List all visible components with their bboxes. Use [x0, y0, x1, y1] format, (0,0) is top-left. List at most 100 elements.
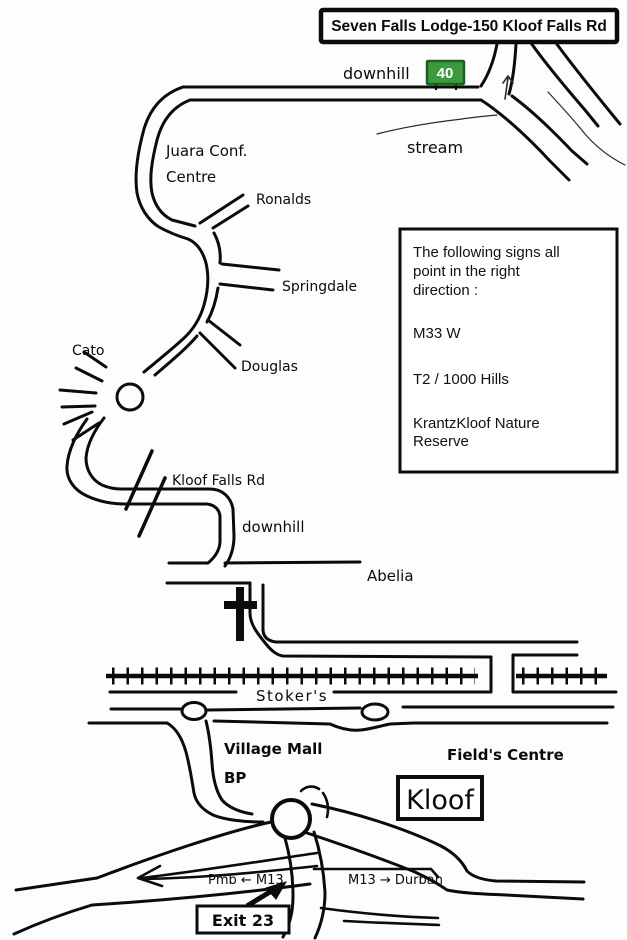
label-stream: stream	[407, 138, 463, 157]
label-springdale: Springdale	[282, 279, 357, 295]
direction-arrow-icon	[502, 75, 514, 100]
road-edge	[479, 98, 571, 182]
roundabout-circle	[115, 382, 145, 412]
road-lodge-access-edge	[507, 42, 518, 96]
road-edge	[71, 421, 101, 442]
road-edge	[165, 721, 265, 824]
road-edge	[82, 350, 108, 369]
road-edge	[342, 919, 441, 927]
lodge-title: Seven Falls Lodge-150 Kloof Falls Rd	[331, 18, 607, 35]
pmb-arrow-shaft	[140, 851, 319, 880]
label-fields-centre: Field's Centre	[447, 746, 564, 764]
info-line-1: The following signs all	[413, 244, 560, 261]
road-edge	[74, 366, 104, 383]
road-edge	[206, 706, 362, 712]
road-village-mall	[165, 719, 265, 824]
road-m13-east	[305, 802, 586, 927]
road-edge	[84, 416, 236, 568]
label-abelia: Abelia	[367, 567, 414, 585]
road-edge	[321, 791, 330, 819]
kloof-town-box: Kloof	[396, 775, 484, 821]
road-top-main	[181, 41, 622, 182]
road-edge	[248, 581, 493, 659]
road-edge	[529, 41, 600, 128]
road-lodge-access-edge	[479, 42, 499, 88]
road-edge	[218, 282, 275, 292]
road-douglas	[198, 318, 242, 370]
road-edge	[212, 231, 222, 265]
roundabout-kloof	[270, 785, 330, 840]
info-line-7: Reserve	[413, 433, 469, 450]
lodge-title-border	[318, 7, 620, 45]
speed-limit-sign: 40	[425, 59, 466, 90]
road-ronalds	[198, 193, 250, 230]
road-edge	[312, 830, 327, 940]
road-abelia	[165, 560, 579, 694]
median-arrow-line	[312, 867, 440, 879]
road-springdale	[218, 262, 281, 292]
label-juara-line1: Juara Conf.	[165, 142, 247, 160]
label-m13-durban: M13 → Durban	[348, 873, 443, 888]
info-line-3: direction :	[413, 282, 478, 299]
label-village-mall: Village Mall	[224, 740, 322, 758]
label-bp: BP	[224, 769, 246, 787]
lodge-title-box: Seven Falls Lodge-150 Kloof Falls Rd	[318, 7, 620, 45]
road-edge	[149, 98, 197, 228]
stream-line	[376, 91, 626, 166]
road-main-north	[134, 85, 222, 377]
mini-roundabout	[360, 702, 390, 722]
label-ronalds: Ronalds	[256, 192, 311, 208]
info-line-2: point in the right	[413, 263, 521, 280]
info-line-5: T2 / 1000 Hills	[413, 371, 509, 388]
road-edge	[305, 831, 585, 901]
road-edge	[198, 193, 245, 225]
road-edge	[299, 785, 321, 793]
road-stokers	[87, 690, 618, 732]
label-pmb-m13: Pmb ← M13	[208, 873, 284, 888]
road-cato	[58, 350, 108, 442]
speed-limit-value: 40	[437, 65, 454, 82]
label-downhill-mid: downhill	[242, 518, 304, 536]
road-edge	[198, 331, 237, 370]
road-edge	[153, 334, 199, 377]
road-edge	[205, 286, 220, 324]
mini-roundabout	[180, 701, 208, 721]
road-edge	[554, 41, 622, 126]
road-edge	[319, 906, 440, 920]
label-stokers: Stoker's	[256, 687, 328, 705]
road-edge	[261, 583, 579, 644]
road-edge	[65, 417, 222, 565]
road-edge	[14, 820, 273, 892]
kloof-box-label: Kloof	[406, 785, 475, 816]
info-box-border	[398, 227, 619, 474]
label-juara-line2: Centre	[166, 168, 216, 186]
road-edge	[12, 882, 312, 936]
road-edge	[58, 388, 98, 395]
label-downhill-top: downhill	[343, 64, 410, 83]
road-edge	[212, 719, 609, 732]
roundabout-cato	[115, 382, 145, 412]
info-line-6: KrantzKloof Nature	[413, 415, 540, 432]
pmb-arrow-shaft	[140, 864, 319, 881]
road-edge	[220, 262, 281, 272]
road-edge	[60, 404, 97, 409]
info-box: The following signs all point in the rig…	[398, 227, 619, 474]
label-douglas: Douglas	[241, 359, 298, 375]
pmb-arrowhead-icon	[136, 864, 164, 888]
road-edge	[211, 204, 250, 230]
road-m13-west	[12, 820, 319, 936]
exit-box-label: Exit 23	[212, 911, 274, 930]
road-edge	[510, 94, 589, 166]
label-cato: Cato	[72, 343, 104, 359]
road-edge	[62, 410, 94, 426]
road-edge	[204, 719, 254, 816]
exit-box-border	[195, 904, 291, 935]
road-edge	[310, 802, 586, 884]
exit-23-box: Exit 23	[195, 904, 291, 935]
church-cross-icon	[224, 587, 257, 641]
sign-plate	[425, 59, 466, 86]
road-edge	[206, 318, 242, 347]
info-line-4: M33 W	[413, 325, 461, 342]
label-kloof-falls-rd: Kloof Falls Rd	[172, 473, 265, 489]
